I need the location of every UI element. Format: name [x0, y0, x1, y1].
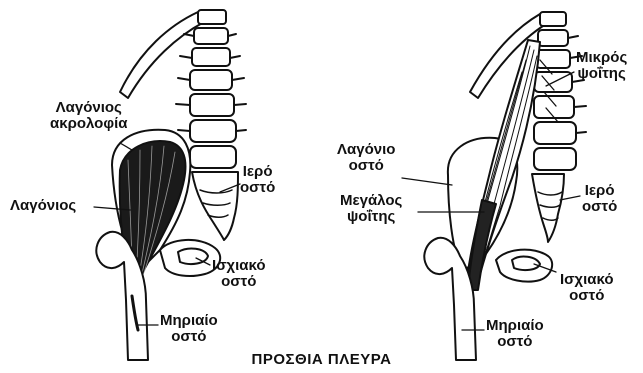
label-sacrum-left: Ιερό οστό	[240, 164, 275, 196]
label-sacrum-left-line2: οστό	[240, 180, 275, 196]
label-iliac-crest: Λαγόνιος ακρολοφία	[50, 100, 127, 132]
label-iliac-crest-line1: Λαγόνιος	[50, 100, 127, 116]
label-psoas-minor-line2: ψοΐτης	[576, 66, 627, 82]
label-ischium-right-line1: Ισχιακό	[560, 272, 613, 288]
label-ischium-left: Ισχιακό οστό	[212, 258, 265, 290]
figure-caption: ΠΡΟΣΘΙΑ ΠΛΕΥΡΑ	[0, 351, 643, 368]
label-iliacus: Λαγόνιος	[10, 198, 76, 214]
label-femur-right-line2: οστό	[486, 334, 544, 350]
label-sacrum-right-line1: Ιερό	[582, 183, 617, 199]
label-ilium-line1: Λαγόνιο	[337, 142, 395, 158]
label-femur-left-line1: Μηριαίο	[160, 313, 218, 329]
label-sacrum-right-line2: οστό	[582, 199, 617, 215]
leader-ilium	[402, 178, 452, 185]
label-ilium-line2: οστό	[337, 158, 395, 174]
label-psoas-minor: Μικρός ψοΐτης	[576, 50, 627, 82]
left-panel-drawing	[96, 10, 246, 360]
label-sacrum-left-line1: Ιερό	[240, 164, 275, 180]
label-ischium-right-line2: οστό	[560, 288, 613, 304]
left-sacrum	[192, 172, 238, 240]
right-panel-drawing	[424, 12, 586, 360]
label-iliacus-line1: Λαγόνιος	[10, 198, 76, 214]
label-femur-right-line1: Μηριαίο	[486, 318, 544, 334]
label-psoas-minor-line1: Μικρός	[576, 50, 627, 66]
right-sacrum	[532, 174, 564, 242]
label-psoas-major-line1: Μεγάλος	[340, 193, 402, 209]
label-sacrum-right: Ιερό οστό	[582, 183, 617, 215]
right-spine	[534, 12, 586, 170]
label-ilium: Λαγόνιο οστό	[337, 142, 395, 174]
label-femur-left: Μηριαίο οστό	[160, 313, 218, 345]
label-ischium-right: Ισχιακό οστό	[560, 272, 613, 304]
label-psoas-major: Μεγάλος ψοΐτης	[340, 193, 402, 225]
label-iliac-crest-line2: ακρολοφία	[50, 116, 127, 132]
label-femur-left-line2: οστό	[160, 329, 218, 345]
label-femur-right: Μηριαίο οστό	[486, 318, 544, 350]
label-ischium-left-line1: Ισχιακό	[212, 258, 265, 274]
label-ischium-left-line2: οστό	[212, 274, 265, 290]
right-ischium	[496, 250, 552, 282]
label-psoas-major-line2: ψοΐτης	[340, 209, 402, 225]
